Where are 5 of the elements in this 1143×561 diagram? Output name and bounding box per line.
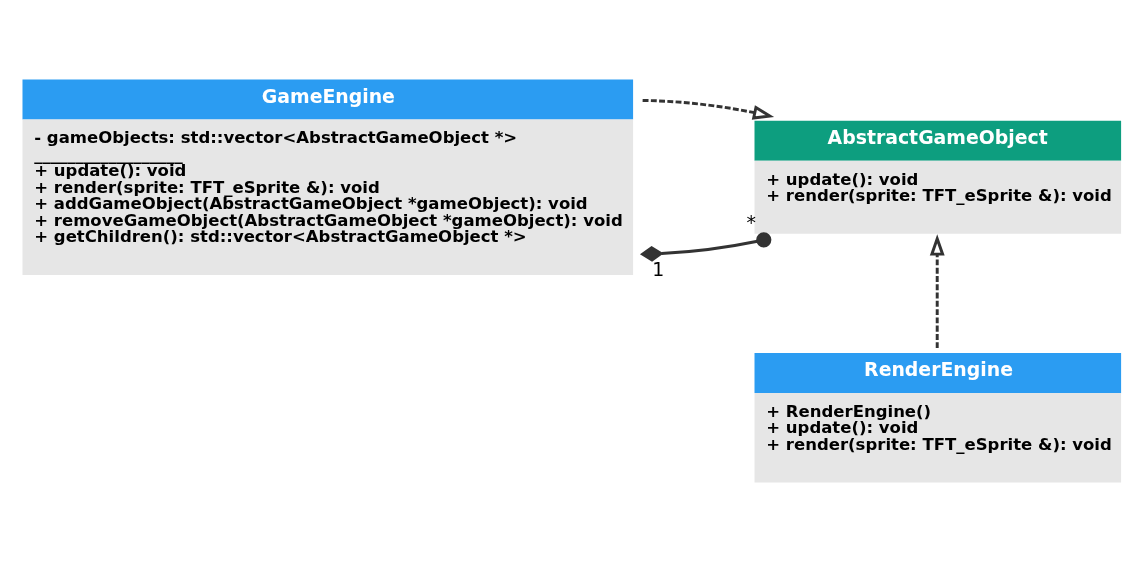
connector bbox=[639, 231, 772, 262]
arrow bbox=[929, 233, 945, 348]
arrow bbox=[642, 98, 775, 120]
label: * bbox=[746, 210, 756, 233]
label: 1 bbox=[652, 257, 665, 280]
